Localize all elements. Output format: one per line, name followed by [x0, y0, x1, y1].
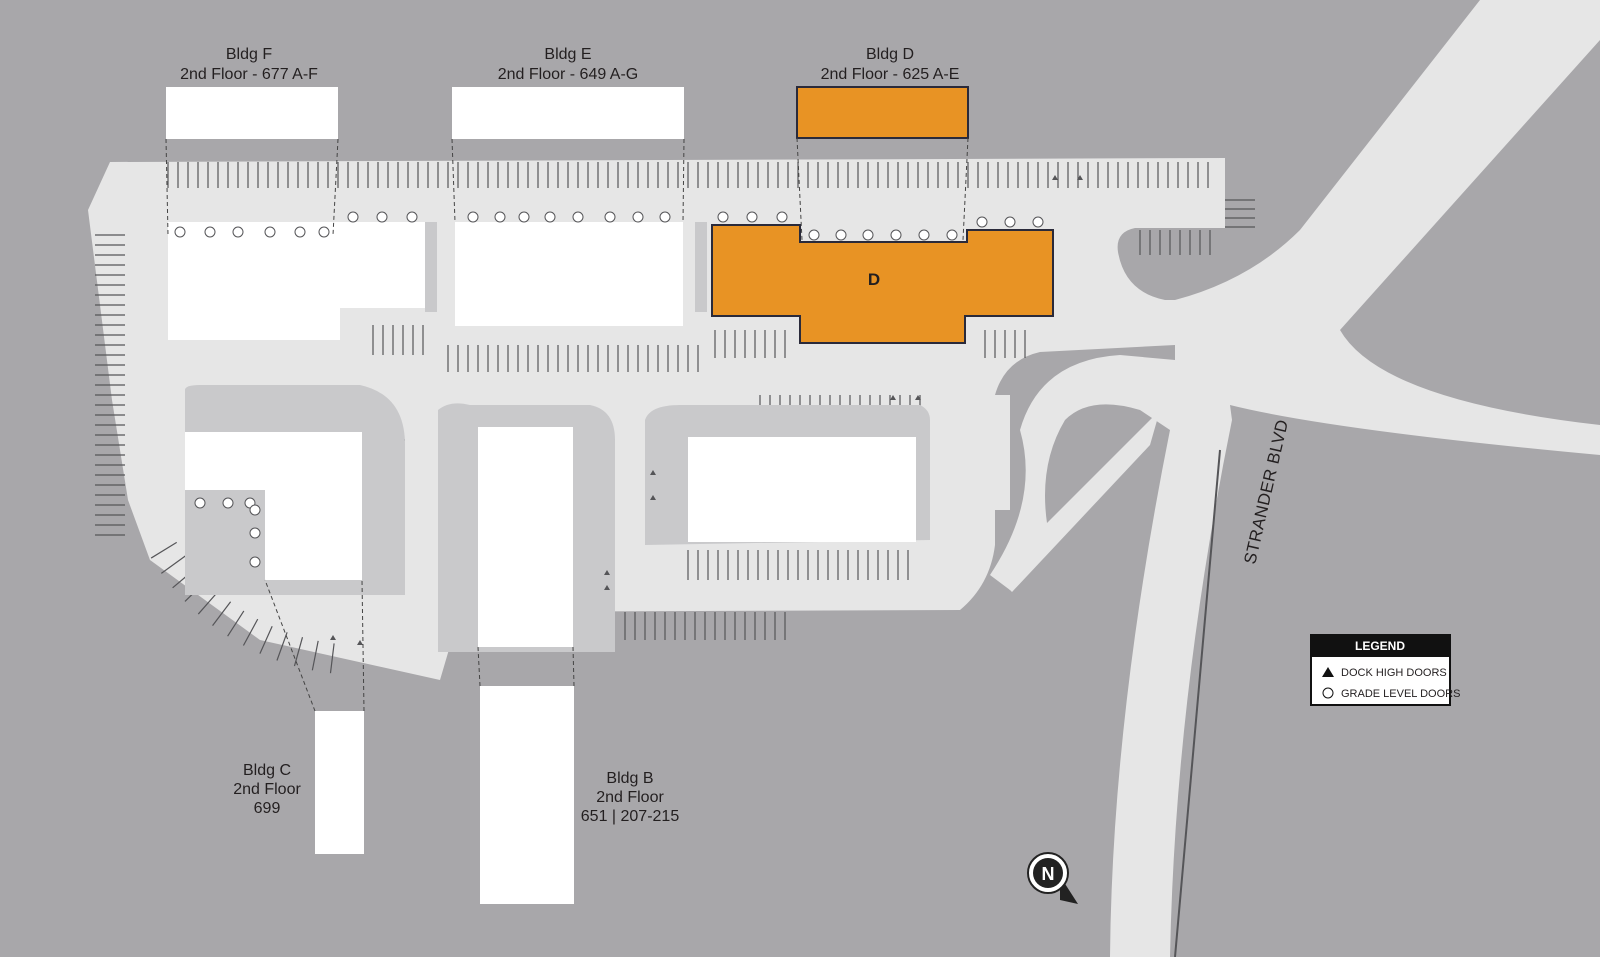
bldg-d-footprint	[711, 224, 1054, 344]
legend-grade-level-label: GRADE LEVEL DOORS	[1341, 688, 1460, 700]
bldg-f-name: Bldg F	[226, 46, 272, 63]
circle-icon	[1322, 687, 1334, 699]
bldg-b-second-floor	[480, 686, 574, 904]
bldg-f-second-floor	[166, 87, 338, 139]
bldg-d-second-floor	[796, 86, 969, 139]
legend: LEGEND DOCK HIGH DOORS GRADE LEVEL DOORS	[1310, 634, 1460, 706]
legend-dock-high-label: DOCK HIGH DOORS	[1341, 667, 1447, 679]
bldg-b-units: 651 | 207-215	[581, 808, 680, 825]
bldg-e-second-floor	[452, 87, 684, 139]
bldg-e-name: Bldg E	[544, 46, 591, 63]
bldg-d-marker: D	[868, 270, 880, 289]
bldg-f-east-wing	[425, 222, 437, 312]
dock-high-doors	[330, 175, 1083, 645]
bldg-f-floor: 2nd Floor - 677 A-F	[180, 66, 318, 83]
north-compass: N	[1027, 852, 1078, 904]
building-footprints: D	[168, 222, 1054, 647]
bldg-b-name: Bldg B	[606, 770, 653, 787]
bldg-b-footprint	[478, 427, 573, 647]
bldg-e-floor: 2nd Floor - 649 A-G	[498, 66, 639, 83]
bldg-e-annex	[695, 222, 707, 312]
bldg-b-floor: 2nd Floor	[596, 789, 664, 806]
bldg-c-floor: 2nd Floor	[233, 781, 301, 798]
grade-level-doors	[174, 211, 1044, 568]
second-floor-overlays	[165, 86, 969, 904]
triangle-icon	[1322, 667, 1334, 677]
compass-label: N	[1042, 864, 1055, 884]
bldg-a-footprint	[688, 437, 916, 542]
legend-title: LEGEND	[1355, 639, 1405, 653]
building-labels: Bldg F 2nd Floor - 677 A-F Bldg E 2nd Fl…	[180, 46, 959, 825]
bldg-e-footprint	[455, 222, 683, 326]
bldg-c-units: 699	[254, 800, 281, 817]
bldg-f-footprint	[168, 222, 425, 340]
bldg-d-floor: 2nd Floor - 625 A-E	[821, 66, 960, 83]
bldg-c-name: Bldg C	[243, 762, 291, 779]
bldg-c-second-floor	[315, 711, 364, 854]
road-median	[1174, 449, 1221, 957]
bldg-d-name: Bldg D	[866, 46, 914, 63]
bldg-c-footprint	[185, 432, 362, 580]
